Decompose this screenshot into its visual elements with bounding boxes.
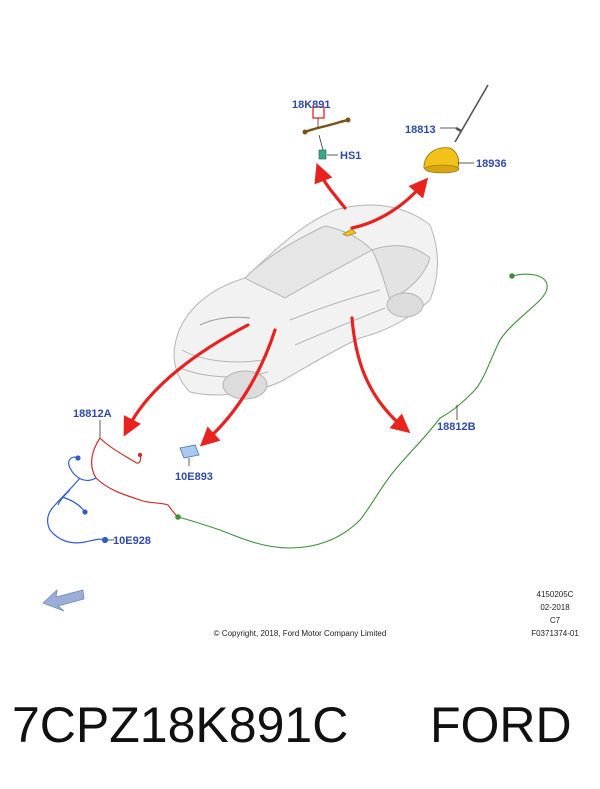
callout-hs1: HS1 [340, 150, 361, 162]
parts-diagram: 18K891 HS1 18813 18936 18812A 10E893 [42, 84, 579, 638]
meta-line-2: 02-2018 [540, 603, 570, 612]
front-direction-arrow-icon [42, 588, 85, 612]
meta-line-3: C7 [550, 616, 561, 625]
component-18813-antenna-mast [440, 84, 489, 143]
roof-antenna-marker [342, 228, 357, 237]
callout-10e893: 10E893 [175, 471, 213, 483]
component-18812b-cable [175, 273, 548, 549]
pointer-arrows [123, 163, 429, 447]
callout-18k891: 18K891 [292, 99, 331, 111]
meta-line-1: 4150205C [537, 590, 574, 599]
component-10e893-module [179, 444, 200, 466]
callout-18936: 18936 [476, 158, 507, 170]
vehicle-illustration [173, 204, 438, 400]
callout-18813: 18813 [405, 124, 436, 136]
component-hs1 [318, 149, 338, 160]
brand-name: FORD [430, 697, 572, 753]
illustration-metadata: 4150205C 02-2018 C7 F0371374-01 [531, 590, 579, 638]
callout-10e928: 10E928 [113, 535, 151, 547]
component-18812a-cable [91, 420, 179, 518]
part-number: 7CPZ18K891C [12, 697, 349, 753]
copyright-text: © Copyright, 2018, Ford Motor Company Li… [214, 629, 387, 638]
component-18936-antenna-base [423, 147, 474, 174]
callout-18812b: 18812B [437, 421, 476, 433]
caption-row: 7CPZ18K891C FORD [0, 680, 600, 770]
callout-18812a: 18812A [73, 408, 112, 420]
component-18k891 [302, 106, 351, 151]
component-10e928-harness [46, 455, 114, 544]
meta-line-4: F0371374-01 [531, 629, 579, 638]
